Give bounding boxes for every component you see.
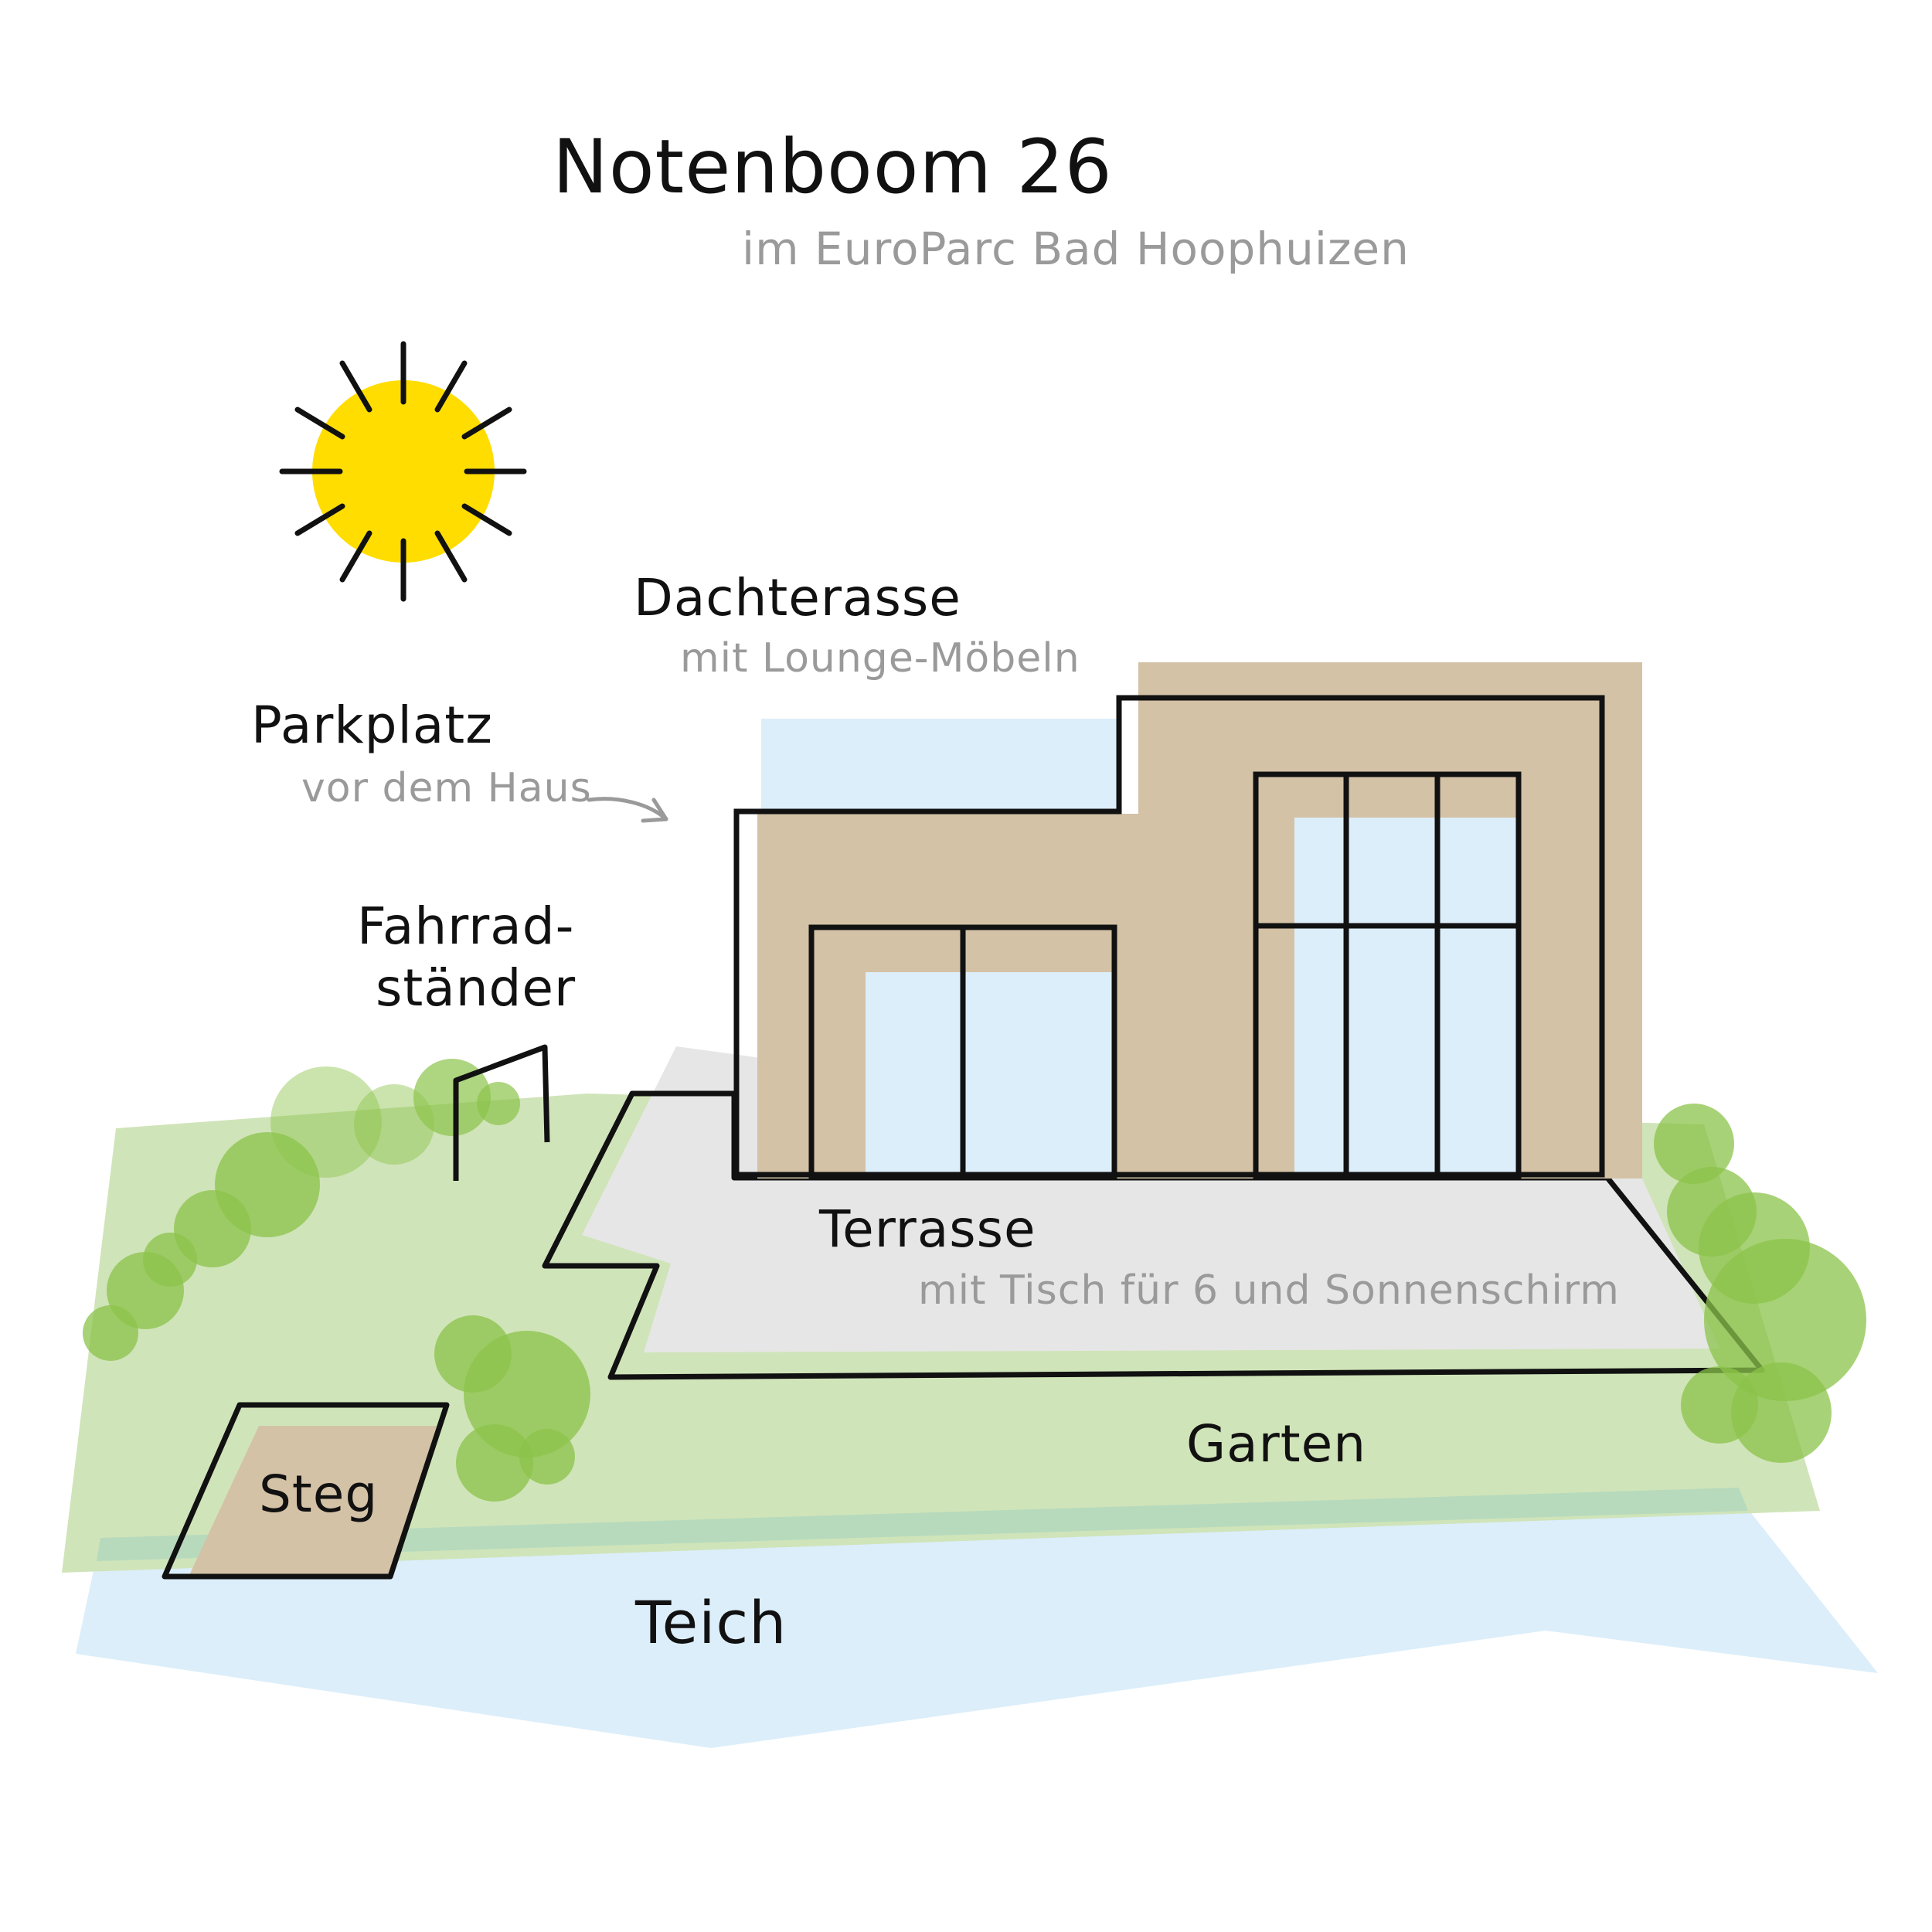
parkplatz-sublabel: vor dem Haus (301, 765, 592, 811)
bike-rack-icon (453, 1044, 550, 1181)
parking-arrow-head (641, 798, 668, 823)
page-subtitle: im EuroParc Bad Hoophuizen (742, 223, 1410, 275)
rooftop-terrace-glass (761, 719, 1121, 815)
dachterasse-sublabel: mit Lounge-Möbeln (680, 635, 1080, 682)
fahrrad-label-line2: ständer (376, 958, 577, 1018)
garden-pond-overlap (97, 1488, 1748, 1561)
sun-icon (279, 341, 527, 602)
terrasse-sublabel: mit Tisch für 6 und Sonnenschirm (918, 1267, 1620, 1314)
parkplatz-label: Parkplatz (251, 696, 493, 755)
dachterasse-label: Dachterasse (634, 568, 961, 628)
jetty (162, 1402, 450, 1580)
steg-label: Steg (259, 1464, 379, 1524)
window-lower-glass (866, 972, 1114, 1175)
teich-label: Teich (635, 1588, 787, 1657)
bushes-right (1654, 1104, 1866, 1463)
bushes-middle (434, 1315, 590, 1502)
terrasse-label: Terrasse (819, 1199, 1036, 1259)
bushes-left (83, 1059, 520, 1361)
garten-label: Garten (1186, 1414, 1367, 1474)
house (733, 662, 1642, 1179)
parking-arrow-icon (587, 797, 668, 821)
window-upper-glass (1294, 818, 1519, 1175)
fahrrad-label-line1: Fahrrad- (357, 896, 575, 956)
page-title: Notenboom 26 (553, 124, 1113, 210)
